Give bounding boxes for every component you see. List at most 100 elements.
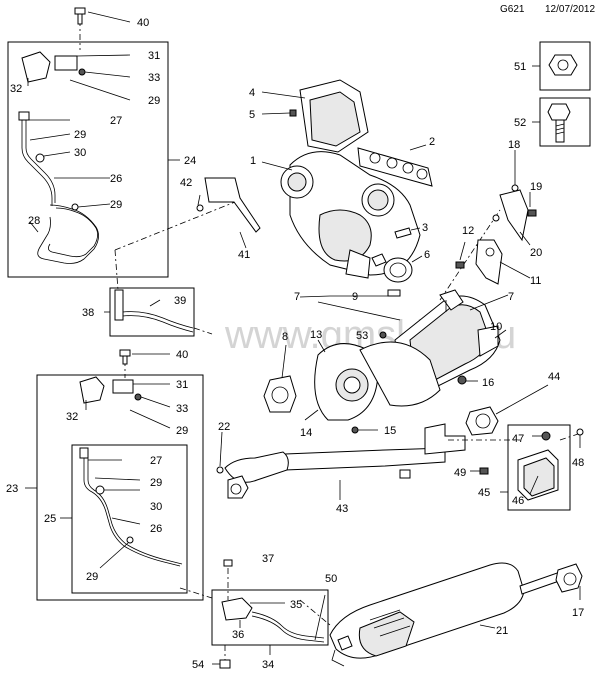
bracket-11 bbox=[475, 239, 503, 285]
diagram-date: 12/07/2012 bbox=[545, 4, 596, 15]
assembly-box-24 bbox=[7, 41, 169, 278]
bracket-41 bbox=[204, 177, 261, 233]
bracket-32-lower bbox=[79, 376, 105, 404]
nut-54 bbox=[219, 659, 231, 669]
callout-37: 37 bbox=[262, 553, 274, 565]
bolt-42 bbox=[196, 204, 204, 212]
bracket-31-top bbox=[54, 55, 78, 71]
callout-14: 14 bbox=[300, 427, 312, 439]
stud-9 bbox=[387, 289, 401, 297]
callout-50: 50 bbox=[325, 573, 337, 585]
assembly-box-25 bbox=[71, 444, 188, 594]
clip-30-lower bbox=[95, 485, 105, 495]
callout-29: 29 bbox=[74, 129, 86, 141]
callout-21: 21 bbox=[496, 625, 508, 637]
bolt-16 bbox=[457, 375, 467, 385]
callout-labels: 40 31 32 33 29 27 29 30 24 26 29 28 4 5 … bbox=[6, 17, 584, 671]
callout-32: 32 bbox=[10, 83, 22, 95]
callout-24: 24 bbox=[184, 155, 196, 167]
callout-18: 18 bbox=[508, 139, 520, 151]
flange-bolt-52 bbox=[547, 103, 571, 121]
bracket-32-top bbox=[21, 51, 51, 83]
bracket-35 bbox=[221, 597, 253, 621]
bolt-40-top bbox=[74, 7, 86, 25]
gasket-44 bbox=[465, 406, 499, 436]
callout-47: 47 bbox=[512, 433, 524, 445]
gasket-8 bbox=[263, 375, 297, 413]
callout-38: 38 bbox=[82, 307, 94, 319]
callout-4: 4 bbox=[249, 87, 255, 99]
callout-23: 23 bbox=[6, 483, 18, 495]
callout-32: 32 bbox=[66, 411, 78, 423]
callout-54: 54 bbox=[192, 659, 204, 671]
gasket-6 bbox=[383, 257, 413, 283]
callout-30: 30 bbox=[150, 501, 162, 513]
diagram-code: G621 bbox=[500, 4, 525, 15]
callout-29: 29 bbox=[110, 199, 122, 211]
sensor-38 bbox=[114, 289, 124, 321]
sensor-27-lower bbox=[79, 447, 89, 459]
callout-20: 20 bbox=[530, 247, 542, 259]
callout-7: 7 bbox=[294, 291, 300, 303]
clip-30-top bbox=[35, 153, 45, 163]
nut-47 bbox=[541, 431, 551, 441]
nut-15 bbox=[351, 426, 359, 434]
callout-31: 31 bbox=[176, 379, 188, 391]
callout-52: 52 bbox=[514, 117, 526, 129]
callout-43: 43 bbox=[336, 503, 348, 515]
callout-29: 29 bbox=[148, 95, 160, 107]
bolt-49 bbox=[479, 467, 489, 475]
callout-40: 40 bbox=[137, 17, 149, 29]
callout-26: 26 bbox=[110, 173, 122, 185]
callout-6: 6 bbox=[424, 249, 430, 261]
bolt-12 bbox=[455, 261, 465, 269]
callout-42: 42 bbox=[180, 177, 192, 189]
stud-3 bbox=[394, 227, 412, 239]
callout-41: 41 bbox=[238, 249, 250, 261]
bracket-31-lower bbox=[112, 379, 134, 394]
muffler-21 bbox=[329, 562, 525, 659]
callout-3: 3 bbox=[422, 222, 428, 234]
callout-25: 25 bbox=[44, 513, 56, 525]
callout-17: 17 bbox=[572, 607, 584, 619]
bolt-5 bbox=[289, 109, 297, 117]
callout-10: 10 bbox=[490, 321, 502, 333]
callout-26: 26 bbox=[150, 523, 162, 535]
pipe-26-lower bbox=[83, 458, 181, 567]
callout-9: 9 bbox=[352, 291, 358, 303]
heat-shield-28 bbox=[37, 204, 99, 264]
callout-49: 49 bbox=[454, 467, 466, 479]
callout-40: 40 bbox=[176, 349, 188, 361]
callout-1: 1 bbox=[250, 155, 256, 167]
callout-48: 48 bbox=[572, 457, 584, 469]
callout-33: 33 bbox=[176, 403, 188, 415]
nut-33-top bbox=[78, 68, 86, 76]
callout-36: 36 bbox=[232, 629, 244, 641]
callout-53: 53 bbox=[356, 330, 368, 342]
callout-28: 28 bbox=[28, 215, 40, 227]
bolt-18 bbox=[511, 184, 519, 192]
callout-30: 30 bbox=[74, 147, 86, 159]
clip-29-lower bbox=[126, 536, 134, 544]
bolt-19 bbox=[527, 209, 537, 217]
nut-53 bbox=[379, 331, 387, 339]
callout-12: 12 bbox=[462, 225, 474, 237]
callout-19: 19 bbox=[530, 181, 542, 193]
callout-31: 31 bbox=[148, 50, 160, 62]
flange-nut-51 bbox=[548, 54, 578, 76]
callout-27: 27 bbox=[150, 455, 162, 467]
assembly-box-45 bbox=[507, 424, 571, 511]
callout-44: 44 bbox=[548, 371, 560, 383]
clip-29-top-b bbox=[71, 203, 79, 211]
callout-27: 27 bbox=[110, 115, 122, 127]
gasket-17 bbox=[555, 563, 583, 593]
callout-35: 35 bbox=[290, 599, 302, 611]
bracket-20 bbox=[499, 189, 529, 242]
callout-33: 33 bbox=[148, 72, 160, 84]
callout-5: 5 bbox=[249, 109, 255, 121]
callout-15: 15 bbox=[384, 425, 396, 437]
callout-16: 16 bbox=[482, 377, 494, 389]
bolt-40-lower bbox=[119, 349, 131, 365]
callout-7: 7 bbox=[508, 291, 514, 303]
